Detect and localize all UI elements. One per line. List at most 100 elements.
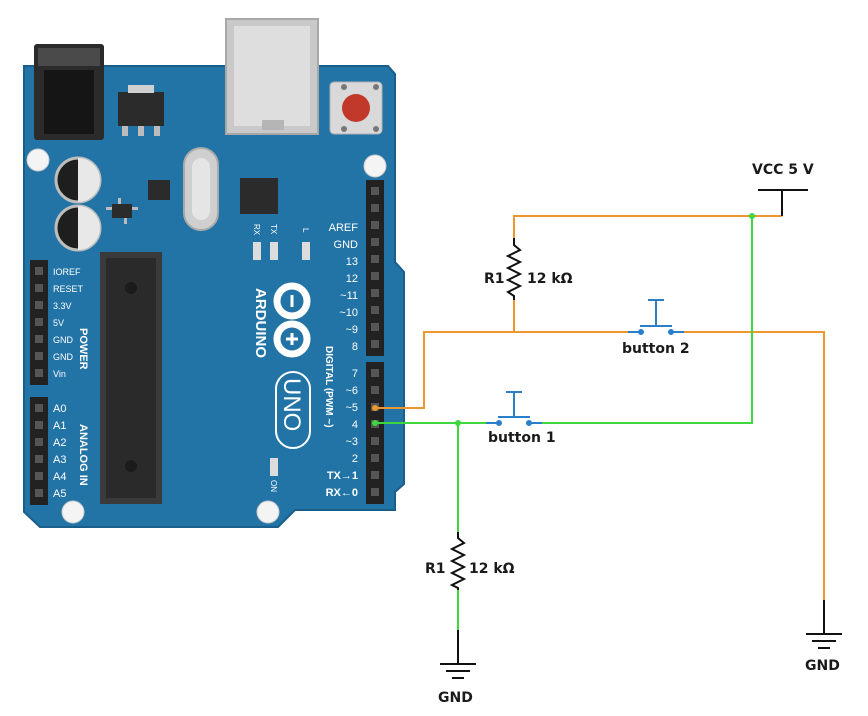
pin-label: 2 [352,453,358,465]
button1-label: button 1 [488,430,556,446]
header-block [30,397,48,505]
header-pin [371,471,379,479]
pin-label: 8 [352,341,358,353]
header-pin [371,187,379,195]
pin-label: A2 [53,437,66,449]
power-section-label: POWER [77,328,89,370]
pin-label: A5 [53,488,66,500]
pin-label: 4 [352,419,358,431]
pin-label: A0 [53,403,66,415]
header-pin [371,386,379,394]
vcc-label: VCC 5 V [752,162,814,178]
crystal-oscillator [183,147,219,231]
status-leds [253,242,310,476]
gnd-right-label: GND [805,658,840,674]
pin-label: GND [53,335,74,345]
resistor-bottom-value: 12 kΩ [469,561,515,577]
pin-label: A1 [53,420,66,432]
smd-transistor [106,198,138,224]
junction-dot [749,213,755,219]
header-pin [35,284,43,292]
usb-chip [240,178,278,214]
header-pin [35,489,43,497]
header-pin [371,289,379,297]
junction-dot [372,405,378,411]
header-pin [371,272,379,280]
ground-symbol-left [440,630,476,679]
pushbutton-1 [486,391,542,426]
analog-section-label: ANALOG IN [77,424,89,486]
pin-label: TX→1 [327,470,358,482]
resistor-bottom-name: R1 [425,561,446,577]
pin-label: RESET [53,284,84,294]
button2-label: button 2 [622,341,690,357]
arduino-uno-board: RX TX L ON ARDUINO UNO POWER ANALOG IN D… [23,18,405,528]
header-pin [371,369,379,377]
capacitor [54,156,102,204]
wire-button2-gnd [684,331,825,600]
resistor-bottom [449,532,467,590]
pin-label: ~6 [345,385,358,397]
resistor-top-name: R1 [484,271,505,287]
header-pin [371,306,379,314]
digital-header [366,180,384,504]
pin-label: 5V [53,318,64,328]
pin-label: ~10 [339,307,358,319]
junction-dot [372,420,378,426]
header-pin [35,404,43,412]
header-pin [35,318,43,326]
pin-label: AREF [329,222,359,234]
pin-label: ~9 [345,324,358,336]
header-pin [371,437,379,445]
header-pin [35,301,43,309]
pin-label: 7 [352,368,358,380]
header-pin [371,323,379,331]
capacitor [54,204,102,252]
header-pin [35,267,43,275]
mounting-hole [26,148,50,172]
pin-label: RX←0 [326,487,358,499]
analog-header [30,397,48,505]
smd-chip [148,180,170,200]
wires [375,215,825,630]
voltage-regulator [118,85,164,136]
header-pin [35,369,43,377]
junction-dot [455,420,461,426]
pin-label: 12 [346,273,358,285]
vcc-symbol [758,189,808,216]
led-label-tx: TX [269,224,278,235]
header-pin [35,335,43,343]
wire-vcc-button1 [542,216,753,424]
ground-symbol-right [806,600,842,649]
pin-label: A4 [53,471,66,483]
header-pin [371,221,379,229]
led-label-rx: RX [252,224,261,236]
header-block [366,180,384,356]
header-pin [371,238,379,246]
led-label-l: L [301,228,310,233]
header-pin [35,352,43,360]
power-header [30,260,48,385]
header-pin [371,488,379,496]
header-pin [35,472,43,480]
pin-label: GND [53,352,74,362]
arduino-infinity-logo [273,282,311,358]
pin-label: ~3 [345,436,358,448]
header-pin [371,454,379,462]
uno-badge: UNO [275,371,311,449]
resistor-top [505,238,523,300]
header-pin [371,204,379,212]
brand-text: ARDUINO [252,288,269,358]
header-pin [35,421,43,429]
header-pin [35,455,43,463]
pin-label: 13 [346,256,358,268]
mounting-hole [363,154,387,178]
mounting-hole [61,500,85,524]
pin-label: GND [334,239,359,251]
pin-label: IOREF [53,267,81,277]
digital-section-label: DIGITAL (PWM ~) [323,346,334,428]
header-block [366,362,384,504]
wire-vcc-rail [513,215,782,238]
